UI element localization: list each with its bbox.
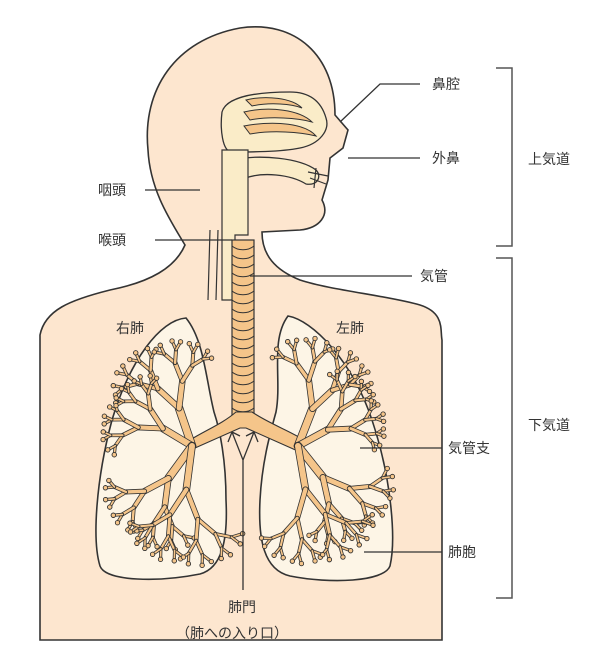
label-trachea: 気管 bbox=[420, 269, 448, 285]
label-bronchi: 気管支 bbox=[448, 441, 490, 457]
trachea-tube bbox=[232, 240, 254, 420]
label-hilum: 肺門 bbox=[228, 600, 256, 616]
label-larynx: 喉頭 bbox=[98, 233, 126, 249]
label-alveoli: 肺胞 bbox=[448, 545, 476, 561]
upper-airway-bracket bbox=[496, 68, 512, 246]
label-lower-airway: 下気道 bbox=[528, 418, 570, 434]
label-nasal-cavity: 鼻腔 bbox=[432, 76, 460, 93]
label-hilum-note: （肺への入り口） bbox=[176, 626, 288, 642]
label-pharynx: 咽頭 bbox=[98, 183, 126, 199]
leader-nasal-cavity bbox=[340, 84, 420, 122]
label-left-lung: 左肺 bbox=[336, 321, 364, 337]
label-external-nose: 外鼻 bbox=[432, 150, 460, 167]
label-right-lung: 右肺 bbox=[116, 321, 144, 337]
lower-airway-bracket bbox=[496, 258, 512, 598]
label-upper-airway: 上気道 bbox=[528, 152, 570, 168]
